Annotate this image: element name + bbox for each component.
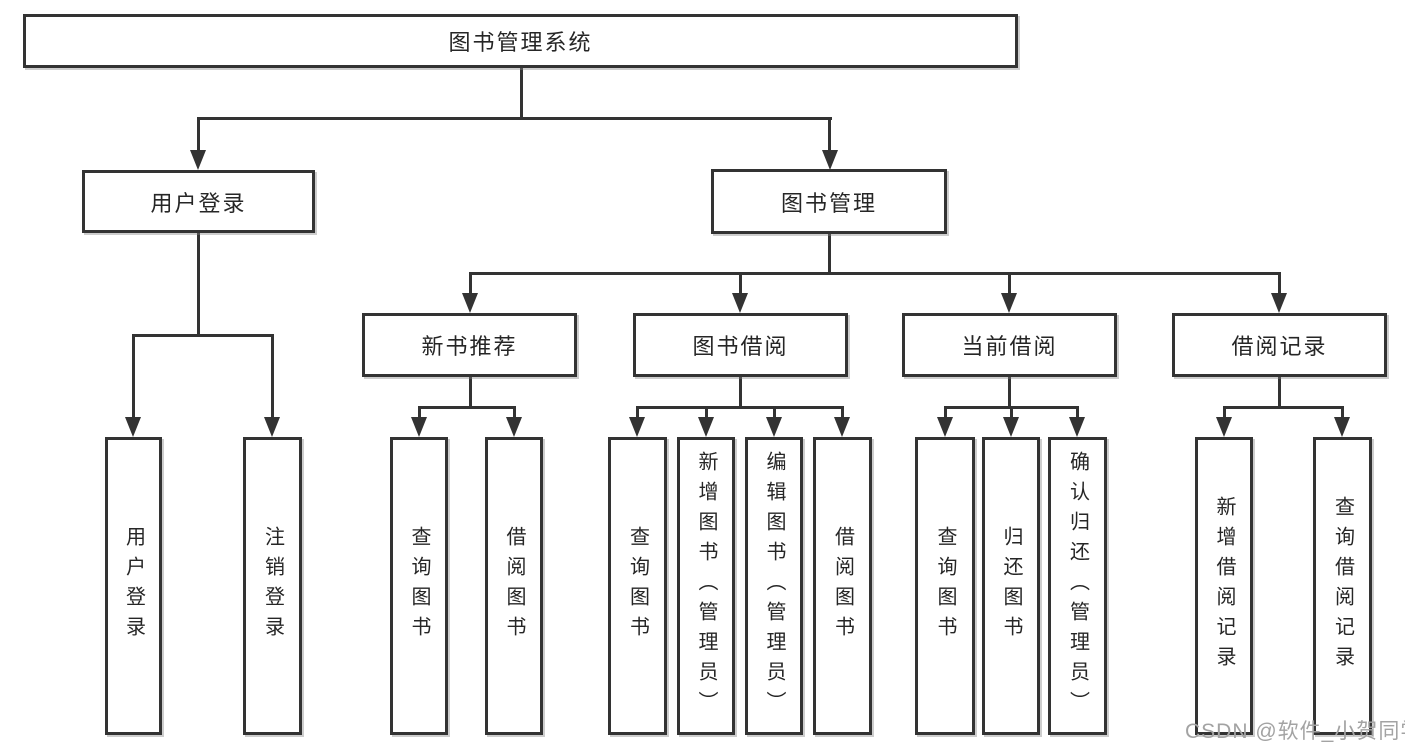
connector-line [197,117,832,120]
node-label: 借阅图书 [503,526,525,646]
node-library-system: 图书管理系统 [23,14,1018,68]
connector-line [1008,272,1011,296]
connector-line [828,234,831,275]
connector-line [773,406,776,420]
node-label: 图书管理 [780,190,877,216]
node-book-borrow: 图书借阅 [633,313,848,377]
arrow-down-icon [1216,417,1232,437]
connector-line [132,334,135,420]
arrow-down-icon [1069,417,1085,437]
connector-line [1076,406,1079,420]
leaf-add-borrow-record: 新增借阅记录 [1195,437,1253,735]
connector-line [1010,406,1013,420]
leaf-borrow-books-recommend: 借阅图书 [485,437,543,735]
node-new-book-recommend: 新书推荐 [362,313,577,377]
connector-line [1278,377,1281,408]
connector-line [841,406,844,420]
connector-line [636,406,639,420]
node-label: 新书推荐 [421,334,518,359]
node-label: 当前借阅 [961,334,1058,359]
connector-line [828,117,831,153]
node-book-management: 图书管理 [711,169,947,234]
arrow-down-icon [1001,293,1017,313]
node-label: 查询图书 [934,526,956,646]
connector-line [1223,406,1344,409]
node-label: 确认归还（管理员） [1066,451,1089,721]
leaf-query-books-current: 查询图书 [915,437,975,735]
leaf-query-books-recommend: 查询图书 [390,437,448,735]
node-label: 借阅图书 [831,526,854,646]
node-label: 新增借阅记录 [1213,496,1235,676]
connector-line [1341,406,1344,420]
leaf-add-book-admin: 新增图书（管理员） [677,437,735,735]
connector-line [418,406,421,420]
connector-line [132,334,274,337]
node-label: 注销登录 [261,526,284,646]
leaf-borrow-books-borrow: 借阅图书 [813,437,872,735]
csdn-watermark: CSDN @软件_小贺同学 [1185,720,1405,743]
connector-line [739,272,742,296]
arrow-down-icon [1271,293,1287,313]
connector-line [271,334,274,420]
connector-line [197,233,200,336]
node-label: 编辑图书（管理员） [763,451,785,721]
connector-line [1278,272,1281,296]
node-label: 用户登录 [150,190,247,216]
arrow-down-icon [190,150,206,170]
node-label: 归还图书 [1000,526,1022,646]
arrow-down-icon [506,417,522,437]
arrow-down-icon [629,417,645,437]
arrow-down-icon [411,417,427,437]
arrow-down-icon [462,293,478,313]
connector-line [469,272,1281,275]
node-borrow-records: 借阅记录 [1172,313,1387,377]
node-label: 查询图书 [408,526,430,646]
connector-line [418,406,516,409]
node-label: 用户登录 [122,526,145,646]
arrow-down-icon [834,417,850,437]
arrow-down-icon [822,150,838,170]
arrow-down-icon [264,417,280,437]
node-user-login: 用户登录 [82,170,315,233]
arrow-down-icon [937,417,953,437]
connector-line [944,406,947,420]
arrow-down-icon [732,293,748,313]
arrow-down-icon [766,417,782,437]
arrow-down-icon [1334,417,1350,437]
node-label: 借阅记录 [1231,334,1328,359]
connector-line [1008,377,1011,408]
leaf-return-book: 归还图书 [982,437,1040,735]
leaf-edit-book-admin: 编辑图书（管理员） [745,437,803,735]
node-label: 图书管理系统 [448,30,593,55]
leaf-query-books-borrow: 查询图书 [608,437,667,735]
node-label: 新增图书（管理员） [695,451,717,721]
connector-line [513,406,516,420]
node-label: 图书借阅 [692,334,789,359]
connector-line [739,377,742,408]
arrow-down-icon [698,417,714,437]
connector-line [520,68,523,118]
connector-line [469,272,472,296]
node-current-borrow: 当前借阅 [902,313,1117,377]
node-label: 查询图书 [626,526,649,646]
connector-line [705,406,708,420]
leaf-confirm-return-admin: 确认归还（管理员） [1048,437,1107,735]
connector-line [1223,406,1226,420]
connector-line [469,377,472,408]
leaf-logout: 注销登录 [243,437,302,735]
arrow-down-icon [125,417,141,437]
connector-line [636,406,844,409]
arrow-down-icon [1003,417,1019,437]
leaf-query-borrow-record: 查询借阅记录 [1313,437,1372,735]
connector-line [197,117,200,153]
leaf-user-login: 用户登录 [105,437,162,735]
node-label: 查询借阅记录 [1331,496,1354,676]
